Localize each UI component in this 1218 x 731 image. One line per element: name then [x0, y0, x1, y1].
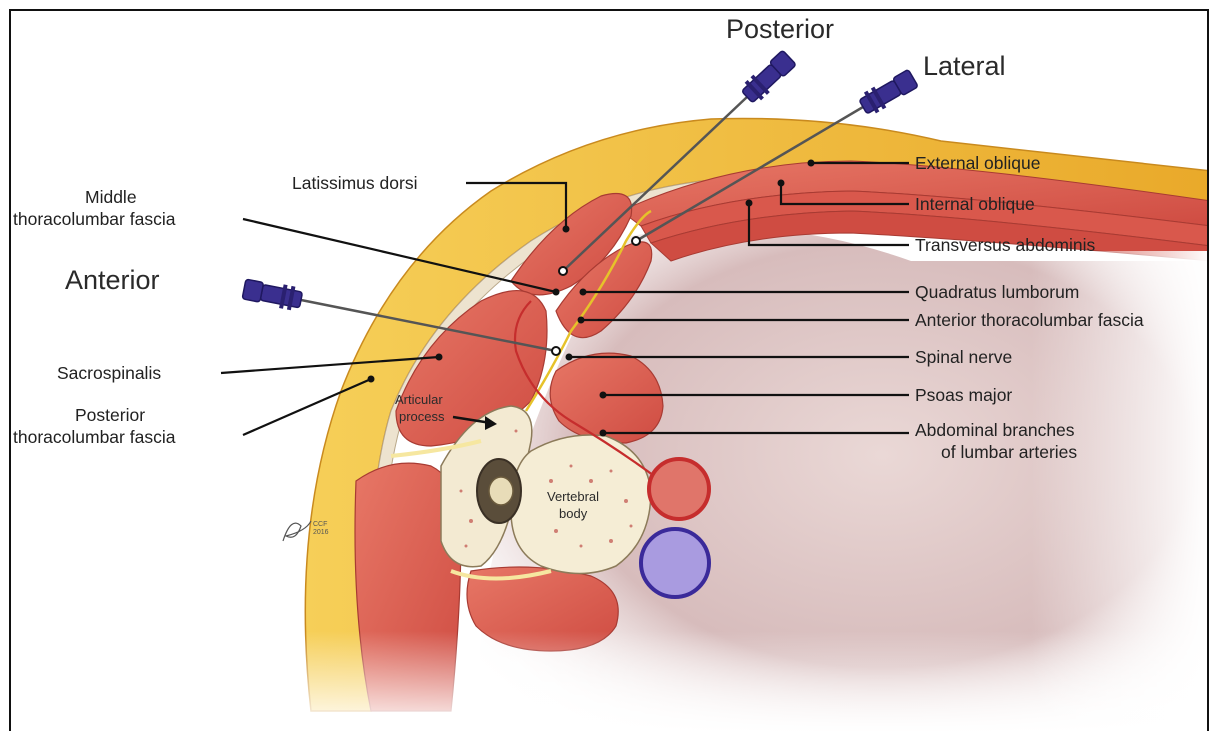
spinal-cord	[489, 477, 513, 505]
label-lumbar-arteries-line1: Abdominal branches	[915, 420, 1075, 440]
figure-frame: Posterior Lateral Anterior External obli…	[9, 9, 1209, 731]
label-middle-tlf-line2: thoracolumbar fascia	[13, 209, 176, 229]
vertebral-body-bone	[511, 435, 651, 574]
label-lateral: Lateral	[923, 51, 1006, 81]
needle-tip-anterior	[552, 347, 560, 355]
label-anterior: Anterior	[65, 265, 160, 295]
label-middle-tlf-line1: Middle	[85, 187, 137, 207]
vena-cava	[641, 529, 709, 597]
label-posterior-tlf-line2: thoracolumbar fascia	[13, 427, 176, 447]
label-lumbar-arteries-line2: of lumbar arteries	[941, 442, 1077, 462]
label-sacrospinalis: Sacrospinalis	[57, 363, 161, 383]
signature-mark: CCF	[313, 521, 327, 528]
needle-tip-posterior	[559, 267, 567, 275]
aorta	[649, 459, 709, 519]
label-articular-line2: process	[399, 409, 445, 424]
label-external-oblique: External oblique	[915, 153, 1041, 173]
needle-tip-lateral	[632, 237, 640, 245]
signature-year: 2016	[313, 529, 329, 536]
label-quadratus-lumborum: Quadratus lumborum	[915, 282, 1079, 302]
label-psoas-major: Psoas major	[915, 385, 1012, 405]
anatomy-illustration: Posterior Lateral Anterior External obli…	[11, 11, 1209, 731]
label-transversus-abdominis: Transversus abdominis	[915, 235, 1096, 255]
label-spinal-nerve: Spinal nerve	[915, 347, 1012, 367]
label-posterior-tlf-line1: Posterior	[75, 405, 145, 425]
label-vertebral-line1: Vertebral	[547, 489, 599, 504]
label-vertebral-line2: body	[559, 506, 588, 521]
label-posterior: Posterior	[726, 14, 834, 44]
label-articular-line1: Articular	[395, 392, 443, 407]
label-latissimus-dorsi: Latissimus dorsi	[292, 173, 417, 193]
label-internal-oblique: Internal oblique	[915, 194, 1035, 214]
label-anterior-thoracolumbar-fascia: Anterior thoracolumbar fascia	[915, 310, 1144, 330]
